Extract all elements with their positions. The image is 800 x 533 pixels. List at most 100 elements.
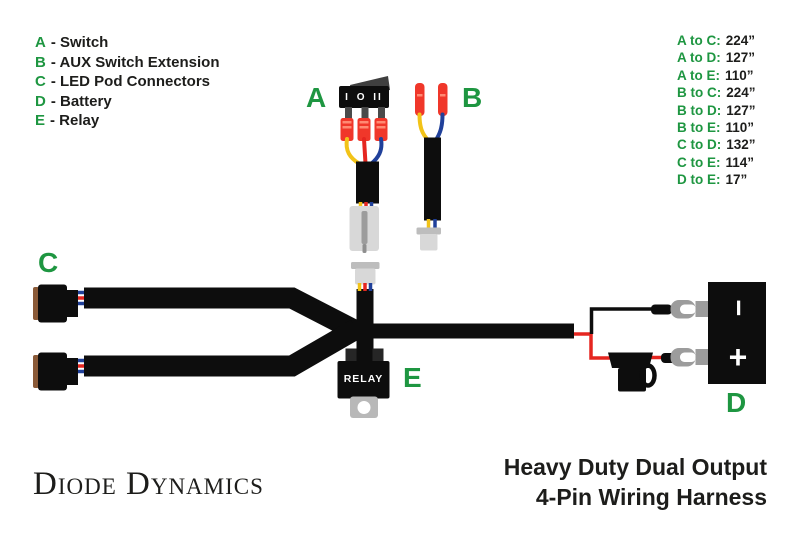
legend-item: A - Switch: [35, 33, 219, 53]
measurement-item: B to D: 127”: [677, 102, 756, 119]
label-switch: A: [306, 82, 327, 113]
switch-red-wire: [362, 137, 368, 166]
pod1-housing-step: [66, 290, 78, 317]
label-relay: E: [403, 362, 422, 393]
spade-terminal-3: [374, 118, 388, 141]
measurement-item: A to D: 127”: [677, 49, 756, 66]
measurement-pair: A to D:: [677, 50, 721, 66]
legend-letter: D: [35, 92, 46, 110]
switch-pin-2: [361, 107, 369, 120]
spade1-body: [340, 118, 354, 141]
battery-body: [708, 282, 766, 384]
relay-tab-right: [372, 348, 384, 363]
switch-positions-label: I O II: [345, 91, 383, 103]
spade-terminal-2: [357, 118, 371, 141]
legend-item: C - LED Pod Connectors: [35, 72, 219, 92]
legend-letter: C: [35, 73, 46, 90]
aux-bullet-2: [438, 83, 448, 116]
measurement-value: 114”: [725, 154, 755, 170]
measurement-value: 17”: [725, 172, 748, 188]
measurement-value: 224”: [726, 85, 756, 101]
pod2-housing-step: [66, 358, 78, 385]
pod2-housing: [38, 352, 67, 391]
legend-item: D - Battery: [35, 92, 219, 112]
measurement-item: C to D: 132”: [677, 136, 756, 153]
fuse-holder-loop: [639, 363, 657, 388]
legend-item: B - AUX Switch Extension: [35, 53, 219, 73]
legend-letter: E: [35, 112, 46, 129]
socket-stub-wires: [357, 283, 373, 291]
relay-label: RELAY: [343, 373, 384, 385]
positive-wire: [574, 332, 618, 360]
fuse-holder-body: [618, 368, 646, 392]
relay-mounting-hole: [357, 401, 371, 414]
aux-yellow-wire: [417, 112, 431, 143]
measurement-item: D to E: 17”: [677, 171, 756, 188]
aux-extension-assembly: [415, 83, 448, 251]
measurement-item: C to E: 114”: [677, 154, 756, 171]
relay-body: [337, 361, 390, 399]
legend-letter: A: [35, 34, 46, 51]
measurement-pair: C to E:: [677, 154, 721, 170]
product-title: Heavy Duty Dual Output 4-Pin Wiring Harn…: [504, 452, 767, 512]
measurement-pair: B to E:: [677, 120, 721, 136]
product-title-line2: 4-Pin Wiring Harness: [535, 484, 767, 510]
pod-connector-1: [33, 284, 78, 323]
battery-positive-terminal-icon: +: [728, 339, 748, 375]
measurement-item: A to C: 224”: [677, 32, 756, 49]
relay-assembly: [337, 348, 390, 418]
fuse-holder-cap: [608, 352, 653, 368]
spade3-stripe: [376, 121, 386, 124]
measurement-pair: A to C:: [677, 33, 721, 48]
negative-fork-notch: [680, 304, 696, 314]
aux-plug-flange: [416, 227, 441, 235]
pod2-cable: [84, 319, 362, 377]
negative-crimp: [651, 304, 672, 315]
aux-stub-wires: [426, 219, 437, 229]
legend-item: E - Relay: [35, 111, 219, 131]
measurement-value: 132”: [726, 137, 756, 153]
pod1-housing: [38, 284, 67, 323]
measurement-item: B to E: 110”: [677, 119, 756, 136]
measurement-value: 110”: [725, 120, 755, 136]
socket-flange: [351, 262, 380, 269]
switch-plug-latch-tip: [362, 244, 367, 253]
measurement-pair: C to D:: [677, 137, 722, 153]
measurement-value: 127”: [725, 50, 756, 66]
switch-assembly: [339, 76, 390, 253]
switch-body: [339, 86, 389, 108]
product-title-line1: Heavy Duty Dual Output: [503, 454, 767, 480]
aux-cable-sleeve: [424, 137, 441, 221]
spade3-body: [374, 118, 388, 141]
switch-pin-1: [345, 107, 352, 120]
brand-logo: Diode Dynamics: [33, 466, 264, 502]
negative-fork-terminal: [670, 300, 696, 319]
switch-plug-latch: [361, 211, 368, 244]
relay-tab-left: [345, 348, 357, 363]
legend-letter: B: [35, 53, 46, 71]
harness-switch-socket: [351, 262, 380, 291]
measurements-list: A to C: 224” A to D: 127” A to E: 110” B…: [677, 32, 756, 189]
switch-blue-wire: [369, 137, 384, 166]
aux-plug-housing: [420, 234, 438, 251]
battery-negative-terminal-icon: −: [722, 299, 754, 317]
socket-housing: [355, 268, 376, 285]
measurement-value: 224”: [725, 33, 756, 48]
battery-negative-post: [695, 301, 709, 317]
aux-bullet-1: [415, 83, 425, 116]
legend: A - Switch B - AUX Switch Extension C - …: [35, 33, 219, 131]
positive-fork-notch: [680, 352, 696, 362]
battery-leads: [574, 300, 709, 392]
legend-label: - Battery: [50, 92, 112, 110]
pod2-seal: [33, 355, 39, 388]
measurement-pair: A to E:: [677, 67, 720, 83]
negative-wire: [589, 307, 654, 334]
pod1-cable: [84, 287, 361, 341]
fuse-holder: [608, 352, 657, 392]
label-battery: D: [726, 387, 747, 418]
aux-blue-wire: [433, 112, 445, 143]
pod-connector-2: [33, 352, 78, 391]
measurement-value: 110”: [725, 67, 754, 83]
